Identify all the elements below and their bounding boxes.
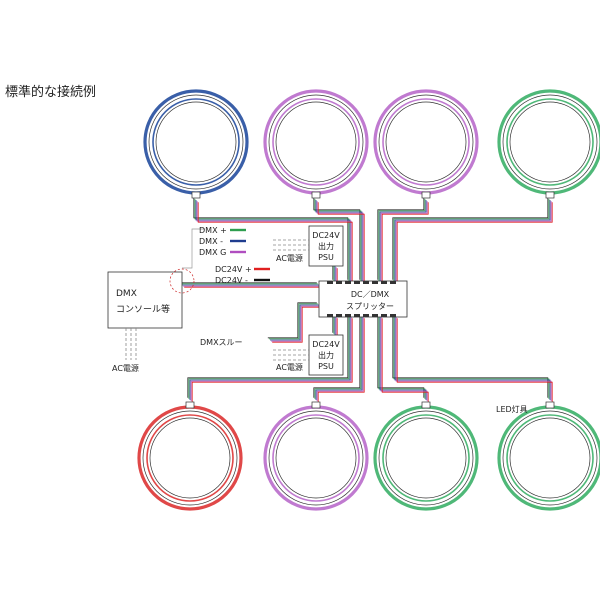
cable-bottom-4 bbox=[392, 313, 553, 403]
legend-dmx-label: DMX + bbox=[199, 226, 227, 235]
psu-bottom-label-1: DC24V bbox=[312, 340, 340, 349]
led-fixture-top-2 bbox=[263, 89, 369, 199]
psu-top-ac-label: AC電源 bbox=[276, 254, 303, 263]
psu-top-label-3: PSU bbox=[318, 253, 334, 262]
cable-top-3 bbox=[377, 197, 429, 285]
led-fixture-top-1 bbox=[143, 89, 249, 199]
psu-bottom-ac-label: AC電源 bbox=[276, 363, 303, 372]
fixture-connector bbox=[311, 191, 321, 199]
console-ac-label: AC電源 bbox=[112, 364, 139, 373]
cable-console-splitter bbox=[179, 282, 322, 288]
splitter-label-1: DC／DMX bbox=[351, 290, 390, 299]
fixture-connector bbox=[545, 191, 555, 199]
splitter-port bbox=[381, 314, 387, 317]
dmx-console: DMX コンソール等 bbox=[107, 271, 183, 329]
led-fixture-top-3 bbox=[373, 89, 479, 199]
psu-top: DC24V 出力 PSU bbox=[308, 225, 344, 267]
splitter-port bbox=[345, 281, 351, 284]
splitter-ports bbox=[327, 281, 396, 317]
legend-dmx-label: DMX G bbox=[199, 248, 226, 257]
dmx-thru-label: DMXスルー bbox=[200, 338, 243, 347]
cable-top-4 bbox=[392, 197, 553, 285]
splitter-port bbox=[372, 281, 378, 284]
legend-dmx-label: DMX - bbox=[199, 237, 223, 246]
psu-top-label-1: DC24V bbox=[312, 231, 340, 240]
led-fixture-bottom-1 bbox=[137, 401, 243, 511]
splitter-port bbox=[336, 281, 342, 284]
fixture-connector bbox=[311, 401, 321, 409]
led-fixture-bottom-4 bbox=[497, 401, 600, 511]
cable-bottom-2 bbox=[313, 313, 365, 403]
psu-bottom-label-3: PSU bbox=[318, 362, 334, 371]
cable-bundle bbox=[179, 197, 553, 403]
fixture-connector bbox=[421, 191, 431, 199]
cable-psu-bottom bbox=[332, 313, 338, 338]
splitter-port bbox=[345, 314, 351, 317]
cable-bottom-1 bbox=[187, 313, 353, 403]
cable-top-1 bbox=[193, 197, 353, 285]
legend-dc-label: DC24V + bbox=[215, 265, 252, 274]
splitter-port bbox=[363, 314, 369, 317]
splitter-port bbox=[327, 281, 333, 284]
fixture-connector bbox=[191, 191, 201, 199]
psu-top-label-2: 出力 bbox=[318, 241, 334, 251]
fixture-connector bbox=[185, 401, 195, 409]
dmx-console-label-1: DMX bbox=[116, 289, 137, 299]
console-ac-lines bbox=[125, 328, 137, 360]
fixture-connector bbox=[545, 401, 555, 409]
splitter-port bbox=[336, 314, 342, 317]
splitter-port bbox=[363, 281, 369, 284]
led-fixtures bbox=[137, 89, 600, 511]
led-fixture-bottom-2 bbox=[263, 401, 369, 511]
dmx-legend: DMX + DMX - DMX G bbox=[199, 226, 246, 257]
led-fixture-label: LED灯具 bbox=[496, 404, 528, 414]
splitter: DC／DMX スプリッター bbox=[318, 280, 408, 318]
cable-bottom-3 bbox=[377, 313, 429, 403]
diagram-title: 標準的な接続例 bbox=[5, 84, 96, 100]
splitter-label-2: スプリッター bbox=[346, 302, 394, 311]
fixture-connector bbox=[421, 401, 431, 409]
splitter-port bbox=[390, 314, 396, 317]
legend-bracket bbox=[182, 228, 205, 269]
led-fixture-bottom-3 bbox=[373, 401, 479, 511]
splitter-port bbox=[390, 281, 396, 284]
cable-dmx-thru bbox=[267, 302, 322, 343]
splitter-port bbox=[354, 281, 360, 284]
splitter-port bbox=[354, 314, 360, 317]
psu-top-ac-lines bbox=[273, 239, 309, 251]
psu-bottom: DC24V 出力 PSU bbox=[308, 334, 344, 376]
splitter-port bbox=[381, 281, 387, 284]
legend-dc-label: DC24V - bbox=[215, 276, 248, 285]
led-fixture-top-4 bbox=[497, 89, 600, 199]
splitter-port bbox=[327, 314, 333, 317]
psu-bottom-label-2: 出力 bbox=[318, 350, 334, 360]
connector-highlight bbox=[169, 268, 195, 294]
splitter-port bbox=[372, 314, 378, 317]
dc-legend: DC24V + DC24V - bbox=[215, 265, 270, 285]
psu-bottom-ac-lines bbox=[273, 349, 309, 361]
cable-top-2 bbox=[313, 197, 365, 285]
dmx-console-label-2: コンソール等 bbox=[116, 303, 170, 315]
